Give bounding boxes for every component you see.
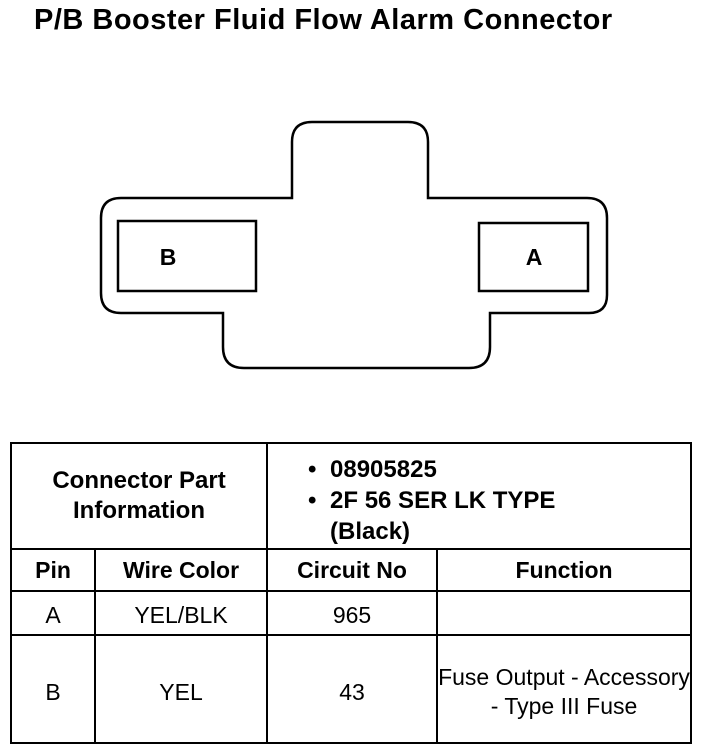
part-number: 08905825: [308, 454, 690, 485]
cell-pin: B: [10, 634, 96, 744]
part-info-details: 08905825 2F 56 SER LK TYPE (Black): [266, 442, 693, 550]
pin-cavity-a: [477, 221, 590, 293]
connector-info-table: Connector Part Information 08905825 2F 5…: [9, 442, 693, 744]
cell-wire-color: YEL/BLK: [93, 590, 269, 636]
cell-circuit: 43: [266, 634, 439, 744]
table-header-row: Pin Wire Color Circuit No Function: [10, 548, 693, 592]
column-header-circuit: Circuit No: [266, 548, 439, 592]
pin-cavity-b: [116, 219, 258, 293]
column-header-function: Function: [436, 548, 693, 592]
table-row: A YEL/BLK 965: [10, 590, 693, 636]
part-info-label: Connector Part Information: [9, 442, 269, 550]
pin-label-a: A: [526, 244, 543, 270]
connector-type: 2F 56 SER LK TYPE: [308, 485, 690, 516]
part-info-row: Connector Part Information 08905825 2F 5…: [9, 442, 693, 550]
connector-housing-outline: [99, 120, 609, 370]
column-header-pin: Pin: [10, 548, 96, 592]
cell-circuit: 965: [266, 590, 439, 636]
cell-function: [436, 590, 693, 636]
pin-label-b: B: [160, 244, 177, 270]
connector-color: (Black): [330, 518, 411, 545]
cell-pin: A: [10, 590, 96, 636]
table-row: B YEL 43 Fuse Output - Accessory - Type …: [10, 634, 693, 744]
connector-diagram: B A: [99, 120, 609, 370]
cell-wire-color: YEL: [93, 634, 269, 744]
column-header-wire-color: Wire Color: [93, 548, 269, 592]
page-title: P/B Booster Fluid Flow Alarm Connector: [34, 4, 613, 36]
cell-function: Fuse Output - Accessory - Type III Fuse: [436, 634, 693, 744]
